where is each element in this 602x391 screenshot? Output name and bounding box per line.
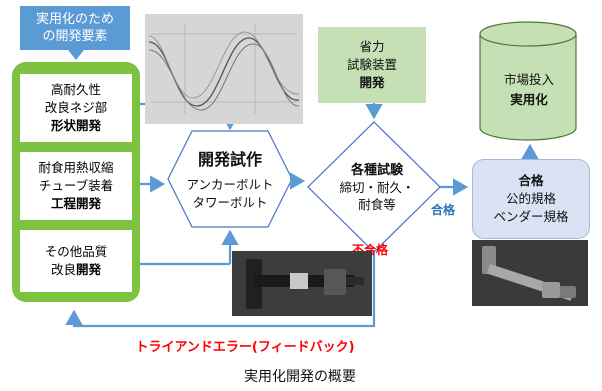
test-title: 各種試験 bbox=[350, 162, 403, 178]
requirements-label: 実用化のため の開発要素 bbox=[20, 6, 130, 50]
other-line2: 改良 bbox=[50, 262, 76, 277]
labor-saving-line2: 試験装置 bbox=[346, 57, 397, 72]
bolt-photo-icon bbox=[232, 251, 372, 316]
requirements-arrow-icon bbox=[68, 50, 84, 60]
prototype-hexagon bbox=[167, 130, 293, 228]
durability-box: 高耐久性 改良ネジ部 形状開発 bbox=[20, 74, 132, 142]
test-line2: 耐食等 bbox=[358, 196, 396, 212]
feedback-label: トライアンドエラー(フィードバック) bbox=[135, 340, 355, 355]
other-box: その他品質 改良開発 bbox=[20, 230, 132, 292]
durability-line1: 高耐久性 bbox=[50, 82, 101, 97]
tube-line1: 耐食用熱収縮 bbox=[38, 160, 114, 175]
development-elements-frame: 高耐久性 改良ネジ部 形状開発 耐食用熱収縮 チューブ装着 工程開発 その他品質… bbox=[12, 62, 140, 302]
requirements-label-line2: の開発要素 bbox=[42, 29, 108, 44]
tube-bold: 工程開発 bbox=[50, 196, 101, 211]
labor-saving-box: 省力 試験装置 開発 bbox=[318, 27, 426, 103]
other-line2-wrap: 改良開発 bbox=[51, 261, 101, 279]
durability-bold: 形状開発 bbox=[50, 118, 101, 133]
figure-caption: 実用化開発の概要 bbox=[244, 369, 356, 385]
prototype-line1: アンカーボルト bbox=[186, 177, 274, 192]
test-node: 各種試験 締切・耐久・ 耐食等 bbox=[318, 152, 436, 222]
wave-photo-icon bbox=[145, 14, 303, 124]
durability-line2: 改良ネジ部 bbox=[44, 100, 108, 115]
market-node: 市場投入 実用化 bbox=[480, 60, 578, 120]
market-line1: 市場投入 bbox=[503, 72, 554, 87]
pass-box-line1: 公的規格 bbox=[505, 191, 556, 206]
market-bold: 実用化 bbox=[510, 92, 548, 107]
requirements-label-line1: 実用化のため bbox=[35, 12, 114, 27]
bolt-sketch-2 bbox=[472, 240, 588, 306]
prototype-line2: タワーボルト bbox=[192, 195, 268, 210]
pass-box-bold: 合格 bbox=[518, 173, 544, 188]
prototype-title: 開発試作 bbox=[197, 150, 262, 169]
tube-line2: チューブ装着 bbox=[38, 178, 114, 193]
labor-saving-bold: 開発 bbox=[359, 75, 385, 90]
bolt-sketch-1 bbox=[232, 251, 372, 316]
wave-sketch bbox=[145, 14, 303, 124]
prototype-node: 開発試作 アンカーボルト タワーボルト bbox=[168, 131, 292, 227]
tube-box: 耐食用熱収縮 チューブ装着 工程開発 bbox=[20, 152, 132, 220]
pass-box: 合格 公的規格 ベンダー規格 bbox=[472, 159, 590, 239]
arrow-feedback bbox=[65, 252, 376, 328]
market-cylinder bbox=[479, 21, 577, 141]
pass-box-line2: ベンダー規格 bbox=[493, 209, 569, 224]
other-line1: その他品質 bbox=[44, 244, 108, 259]
other-bold: 開発 bbox=[76, 262, 102, 277]
bolt-photo-icon bbox=[472, 240, 588, 306]
pass-label: 合格 bbox=[431, 203, 456, 217]
labor-saving-line1: 省力 bbox=[359, 39, 385, 54]
test-line1: 締切・耐久・ bbox=[339, 179, 415, 195]
